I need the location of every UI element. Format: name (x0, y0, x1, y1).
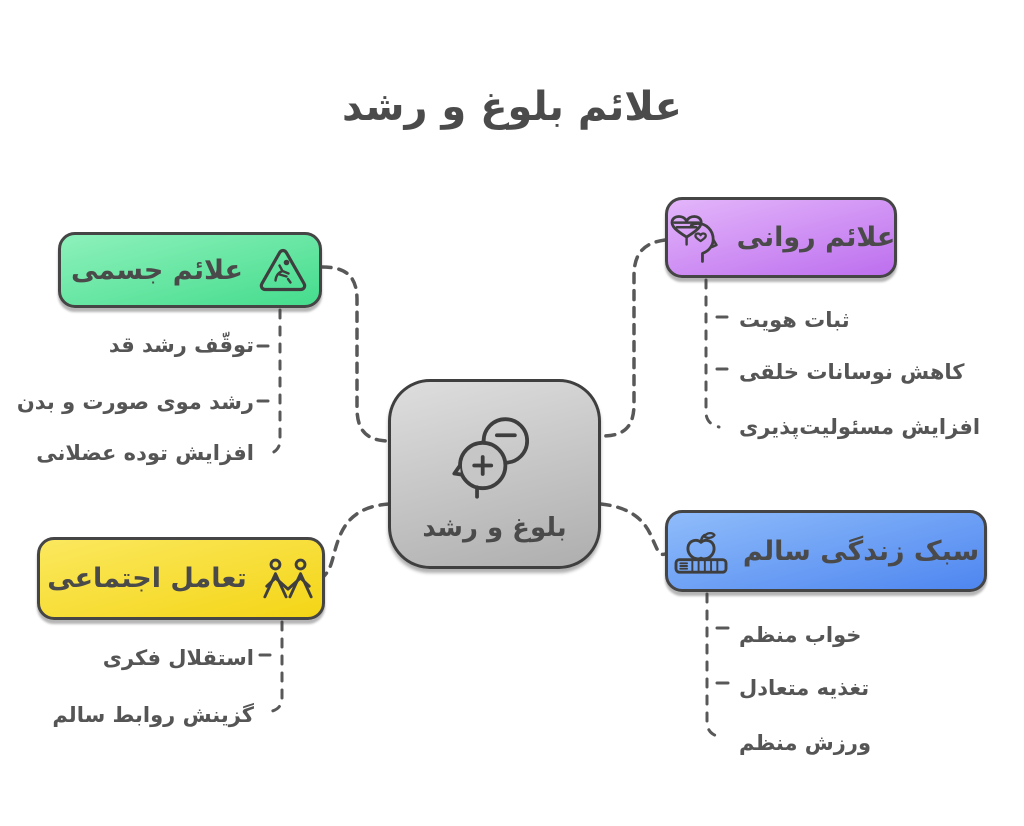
branch-box-social: تعامل اجتماعی (37, 537, 325, 620)
item-psych-1: کاهش نوسانات خلقی (739, 360, 965, 384)
item-social-0: استقلال فکری (102, 646, 254, 670)
people-icon (263, 558, 313, 599)
branch-label-psych: علائم روانی (736, 222, 896, 253)
link-physical-center (320, 265, 392, 443)
branch-label-lifestyle: سبک زندگی سالم (742, 535, 980, 567)
slip-warning-icon (259, 248, 307, 292)
center-node-label: بلوغ و رشد (422, 513, 567, 543)
mind-heart-icon (670, 214, 718, 263)
branch-label-social: تعامل اجتماعی (47, 563, 247, 594)
apple-books-icon (674, 531, 728, 574)
branch-label-physical: علائم جسمی (70, 254, 243, 286)
item-physical-2: افزایش توده عضلانی (36, 441, 254, 465)
item-lifestyle-2: ورزش منظم (739, 731, 872, 755)
branch-box-lifestyle: سبک زندگی سالم (665, 510, 987, 592)
hangline-physical (264, 308, 282, 457)
center-node: بلوغ و رشد (388, 379, 601, 569)
link-psych-center (600, 238, 667, 438)
heads-plus-minus-icon (451, 417, 529, 499)
item-physical-1: رشد موی صورت و بدن (16, 390, 254, 414)
diagram-title: علائم بلوغ و رشد (342, 84, 682, 130)
item-physical-0: توقّف رشد قد (108, 333, 254, 357)
hangline-social (266, 620, 284, 714)
branch-box-psych: علائم روانی (665, 197, 897, 278)
hangline-psych (704, 278, 721, 429)
item-psych-2: افزایش مسئولیت‌پذیری (739, 415, 981, 439)
branch-box-physical: علائم جسمی (58, 232, 322, 308)
hangline-lifestyle (705, 592, 722, 739)
item-lifestyle-0: خواب منظم (739, 623, 862, 647)
item-lifestyle-1: تغذیه متعادل (739, 676, 870, 700)
link-lifestyle-center (599, 502, 667, 557)
link-social-center (322, 502, 391, 578)
item-psych-0: ثبات هویت (739, 308, 850, 332)
item-social-1: گزینش روابط سالم (52, 703, 254, 727)
